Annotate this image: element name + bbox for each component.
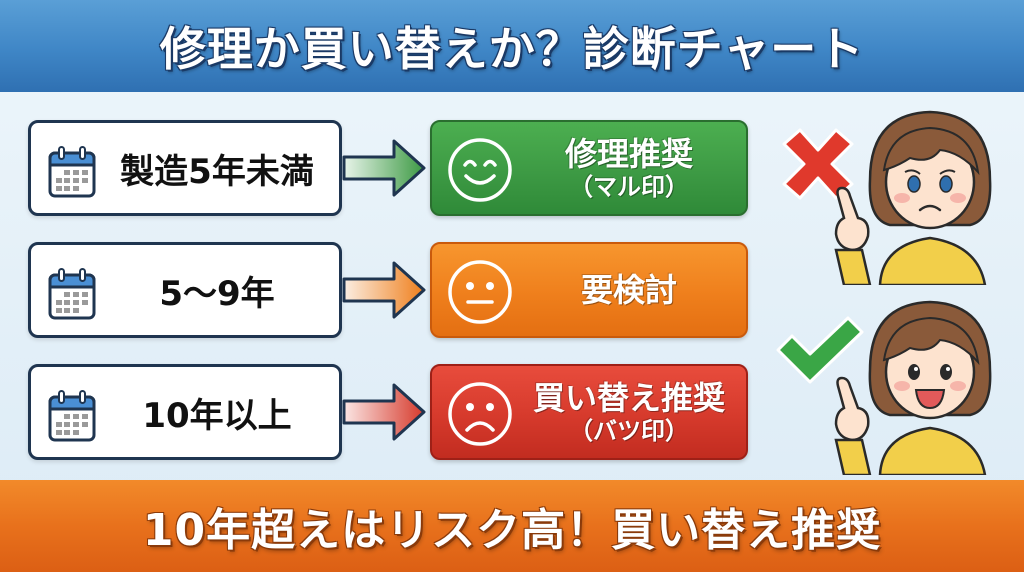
header-banner: 修理か買い替えか？診断チャート [0,0,1024,92]
check-mark-icon [776,316,864,384]
footer-banner: 10年超えはリスク高！買い替え推奨 [0,480,1024,572]
condition-box: 5〜9年 [28,242,342,338]
condition-box: 製造5年未満 [28,120,342,216]
result-sub-label: （マル印） [569,173,689,201]
condition-label: 10年以上 [142,395,292,436]
result-replace-recommended: 買い替え推奨 （バツ印） [430,364,748,460]
condition-label: 5〜9年 [159,273,275,314]
row-under-5-years: 製造5年未満 修理推奨 （マル印） [0,120,780,220]
arrow-right-icon [342,139,426,197]
happy-girl-illustration [776,300,992,475]
arrow-right-icon [342,261,426,319]
result-needs-consideration: 要検討 [430,242,748,338]
condition-box: 10年以上 [28,364,342,460]
neutral-face-icon [448,260,512,324]
footer-message: 10年超えはリスク高！買い替え推奨 [142,505,882,556]
calendar-icon [48,390,96,442]
worried-girl-illustration [782,110,992,285]
calendar-icon [48,146,96,198]
arrow-right-icon [342,383,426,441]
row-5-to-9-years: 5〜9年 要検討 [0,242,780,342]
row-10-plus-years: 10年以上 買い替え推奨 （バツ印） [0,364,780,464]
result-main-label: 要検討 [580,271,677,309]
page-title: 修理か買い替えか？診断チャート [159,22,865,76]
result-main-label: 修理推奨 [564,135,693,173]
calendar-icon [48,268,96,320]
smile-face-icon [448,138,512,202]
condition-label: 製造5年未満 [120,151,314,192]
result-repair-recommended: 修理推奨 （マル印） [430,120,748,216]
result-main-label: 買い替え推奨 [532,379,725,417]
cross-mark-icon [782,128,854,200]
result-sub-label: （バツ印） [569,417,689,445]
sad-face-icon [448,382,512,446]
